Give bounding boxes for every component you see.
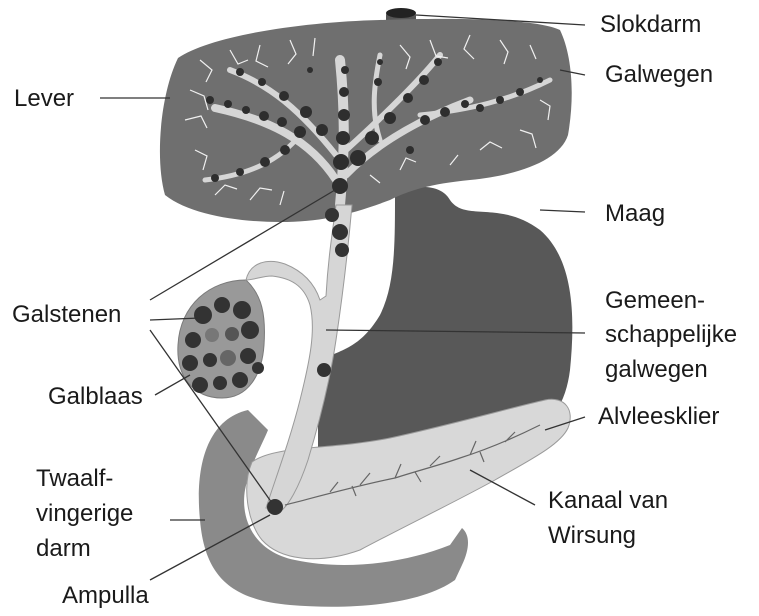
label-gemeenschappelijke-1: Gemeen- bbox=[605, 287, 705, 314]
label-alvleesklier: Alvleesklier bbox=[598, 403, 719, 430]
label-galstenen: Galstenen bbox=[12, 301, 121, 328]
label-lever: Lever bbox=[14, 85, 74, 112]
label-galwegen: Galwegen bbox=[605, 61, 713, 88]
label-kanaal-2: Wirsung bbox=[548, 522, 636, 549]
label-ampulla: Ampulla bbox=[62, 582, 149, 609]
label-gemeenschappelijke-3: galwegen bbox=[605, 356, 708, 383]
label-maag: Maag bbox=[605, 200, 665, 227]
liver bbox=[160, 19, 572, 222]
label-twaalfvingerige-1: Twaalf- bbox=[36, 465, 113, 492]
label-kanaal-1: Kanaal van bbox=[548, 487, 668, 514]
label-galblaas: Galblaas bbox=[48, 383, 143, 410]
label-gemeenschappelijke-2: schappelijke bbox=[605, 321, 737, 348]
label-twaalfvingerige-2: vingerige bbox=[36, 500, 133, 527]
label-slokdarm: Slokdarm bbox=[600, 11, 701, 38]
label-twaalfvingerige-3: darm bbox=[36, 535, 91, 562]
